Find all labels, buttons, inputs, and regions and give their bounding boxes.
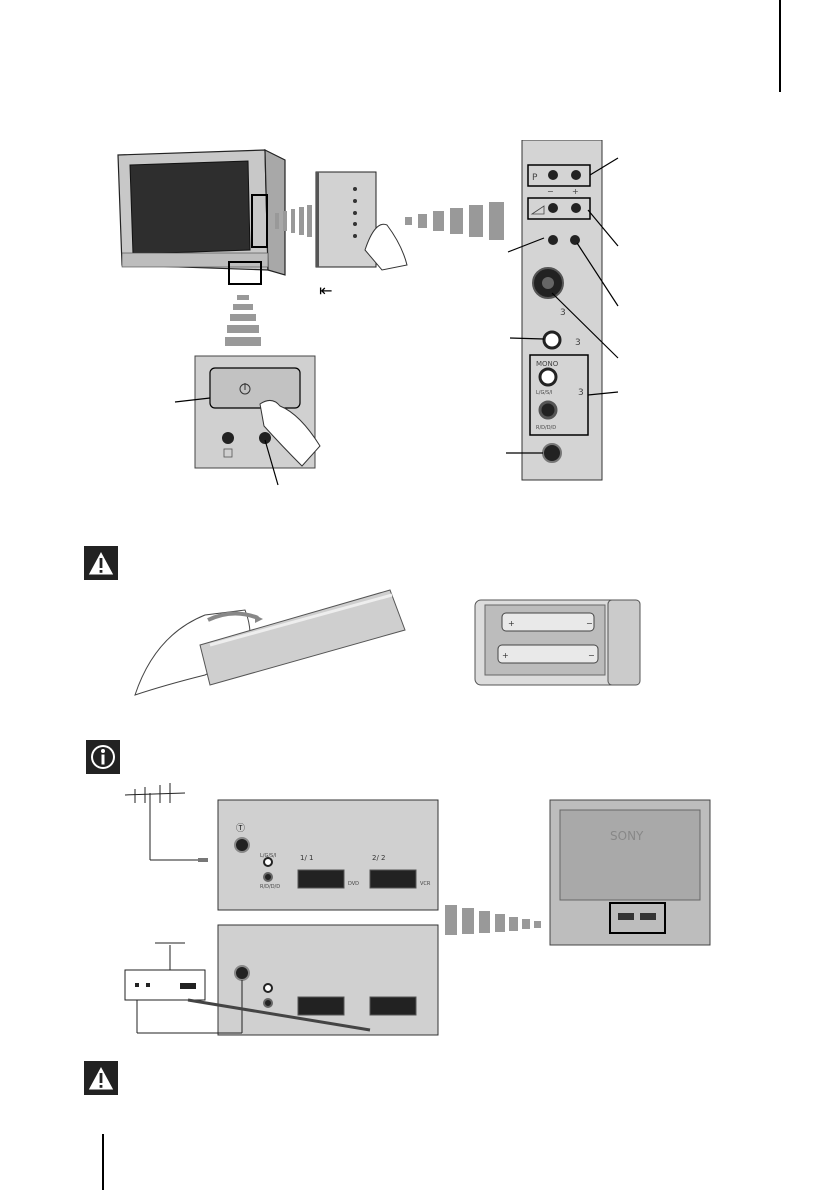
audio-group-label: 3 (578, 388, 584, 398)
rear-audio-left-label: L/G/S/I (260, 853, 276, 859)
bottom-panel-highlight (228, 261, 262, 285)
page-rule-top (779, 0, 781, 92)
remote-battery-illustration: + − + − (134, 589, 641, 696)
side-panel-zoom (315, 171, 408, 271)
minus-label: − (547, 187, 554, 196)
program-label: P (532, 173, 538, 183)
svg-text:−: − (586, 619, 593, 628)
remote-open-drawing (134, 589, 406, 696)
guide-symbol-icon: ⇤ (319, 281, 332, 300)
dvd-label: DVD (348, 881, 359, 887)
video-label: 3 (575, 338, 581, 348)
page-rule-bottom (102, 1134, 104, 1190)
zoom-ray-down (225, 295, 261, 346)
scart1-label: 1/ 1 (300, 854, 314, 862)
svg-text:+: + (508, 619, 515, 628)
rear-connection-illustration: Ⓣ L/G/S/I R/D/D/D 1/ 1 DVD 2/ 2 VCR (124, 783, 711, 1036)
tv-set-drawing (117, 149, 286, 285)
mono-label: MONO (536, 360, 559, 368)
svg-text:−: − (588, 651, 595, 660)
audio-left-label: L/G/S/I (536, 390, 552, 396)
tv-back-drawing: SONY (549, 799, 711, 946)
svg-text:+: + (502, 651, 509, 660)
tv-front-controls-illustration: ⇤ P − + (117, 140, 619, 486)
rear-panel-1: Ⓣ L/G/S/I R/D/D/D 1/ 1 DVD 2/ 2 VCR (217, 799, 439, 911)
warning-triangle-icon (84, 546, 118, 580)
svideo-label: 3 (560, 308, 566, 318)
info-circle-icon (86, 740, 120, 774)
plus-label: + (572, 187, 579, 196)
audio-right-label: R/D/D/D (536, 425, 556, 431)
zoom-ray-side (275, 205, 312, 237)
rear-panel-2 (124, 924, 439, 1036)
warning-triangle-icon-2 (84, 1061, 118, 1095)
antenna-drawing (124, 783, 208, 862)
zoom-ray-right (405, 202, 504, 240)
rear-audio-right-label: R/D/D/D (260, 884, 280, 890)
standby-panel-zoom (174, 355, 321, 486)
connector-panel: P − + 3 3 MONO L/G/S/I R/D/D/D 3 (506, 140, 619, 481)
aerial-label-1: Ⓣ (236, 823, 245, 834)
vcr-label: VCR (420, 881, 431, 887)
battery-compartment-drawing: + − + − (474, 599, 641, 686)
zoom-ray-rear (445, 905, 541, 935)
scart2-label: 2/ 2 (372, 854, 386, 862)
side-panel-highlight (251, 194, 268, 248)
tv-back-brand: SONY (610, 829, 644, 843)
